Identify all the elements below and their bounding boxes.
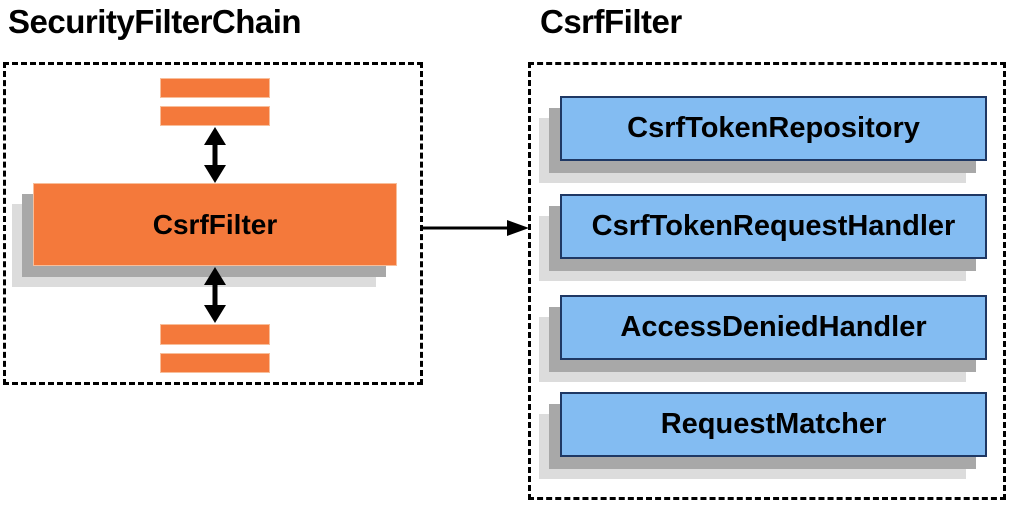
component-label: AccessDeniedHandler bbox=[620, 311, 927, 343]
right-arrow-connector-icon bbox=[423, 220, 529, 236]
security-filter-chain-title: SecurityFilterChain bbox=[8, 3, 302, 40]
component-label: CsrfTokenRepository bbox=[627, 112, 920, 144]
component-label: CsrfTokenRequestHandler bbox=[591, 210, 956, 242]
component-box-csrf-token-request-handler: CsrfTokenRequestHandler bbox=[560, 194, 987, 259]
csrf-filter-box: CsrfFilter bbox=[33, 183, 397, 266]
csrf-filter-container bbox=[528, 62, 1006, 500]
filter-bar-below-1 bbox=[160, 324, 270, 345]
csrf-filter-box-label: CsrfFilter bbox=[152, 208, 278, 240]
double-arrow-top-icon bbox=[204, 127, 226, 183]
component-box-csrf-token-repository: CsrfTokenRepository bbox=[560, 96, 987, 161]
component-box-request-matcher: RequestMatcher bbox=[560, 392, 987, 457]
security-filter-chain-container bbox=[3, 62, 423, 385]
component-box-access-denied-handler: AccessDeniedHandler bbox=[560, 295, 987, 360]
filter-bar-above-1 bbox=[160, 78, 270, 98]
component-label: RequestMatcher bbox=[660, 408, 887, 440]
double-arrow-bottom-icon bbox=[204, 267, 226, 323]
csrf-filter-title: CsrfFilter bbox=[540, 3, 682, 40]
filter-bar-below-2 bbox=[160, 353, 270, 373]
filter-bar-above-2 bbox=[160, 106, 270, 126]
